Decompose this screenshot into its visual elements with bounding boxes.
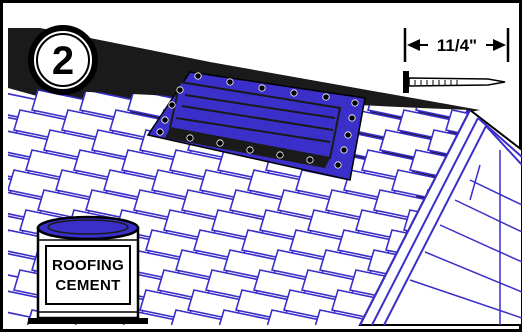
step-badge: 2 bbox=[28, 25, 98, 95]
roofing-nail-icon bbox=[403, 71, 506, 93]
arrow-right-icon bbox=[493, 39, 506, 51]
nail-hole bbox=[276, 151, 284, 159]
gable-roof bbox=[358, 108, 522, 326]
nail-hole bbox=[344, 131, 352, 139]
nail-hole bbox=[156, 128, 164, 136]
shingle bbox=[168, 309, 226, 325]
shingle bbox=[312, 309, 370, 325]
nail-hole bbox=[226, 78, 234, 86]
nail-hole bbox=[186, 134, 194, 142]
nail-hole bbox=[216, 139, 224, 147]
nail-hole bbox=[334, 161, 342, 169]
shingle bbox=[216, 309, 274, 325]
nail-hole bbox=[168, 101, 176, 109]
step-number: 2 bbox=[52, 39, 74, 83]
nail-length-callout: 11/4" bbox=[403, 28, 510, 93]
can-label-line1: ROOFING bbox=[52, 257, 124, 274]
can-label-line2: CEMENT bbox=[55, 277, 120, 294]
nail-hole bbox=[351, 99, 359, 107]
roof-vent bbox=[146, 71, 366, 181]
nail-hole bbox=[161, 116, 169, 124]
nail-holes bbox=[156, 72, 359, 169]
nail-hole bbox=[322, 93, 330, 101]
nail-hole bbox=[258, 84, 266, 92]
nail-length-label: 11/4" bbox=[437, 36, 477, 55]
nail-hole bbox=[246, 146, 254, 154]
roofing-cement-can: ROOFING CEMENT bbox=[28, 215, 148, 324]
nail-hole bbox=[194, 72, 202, 80]
nail-hole bbox=[340, 146, 348, 154]
nail-hole bbox=[290, 89, 298, 97]
nail-hole bbox=[306, 156, 314, 164]
nail-hole bbox=[176, 86, 184, 94]
nail-hole bbox=[348, 114, 356, 122]
arrow-left-icon bbox=[407, 39, 420, 51]
shingle bbox=[264, 309, 322, 325]
